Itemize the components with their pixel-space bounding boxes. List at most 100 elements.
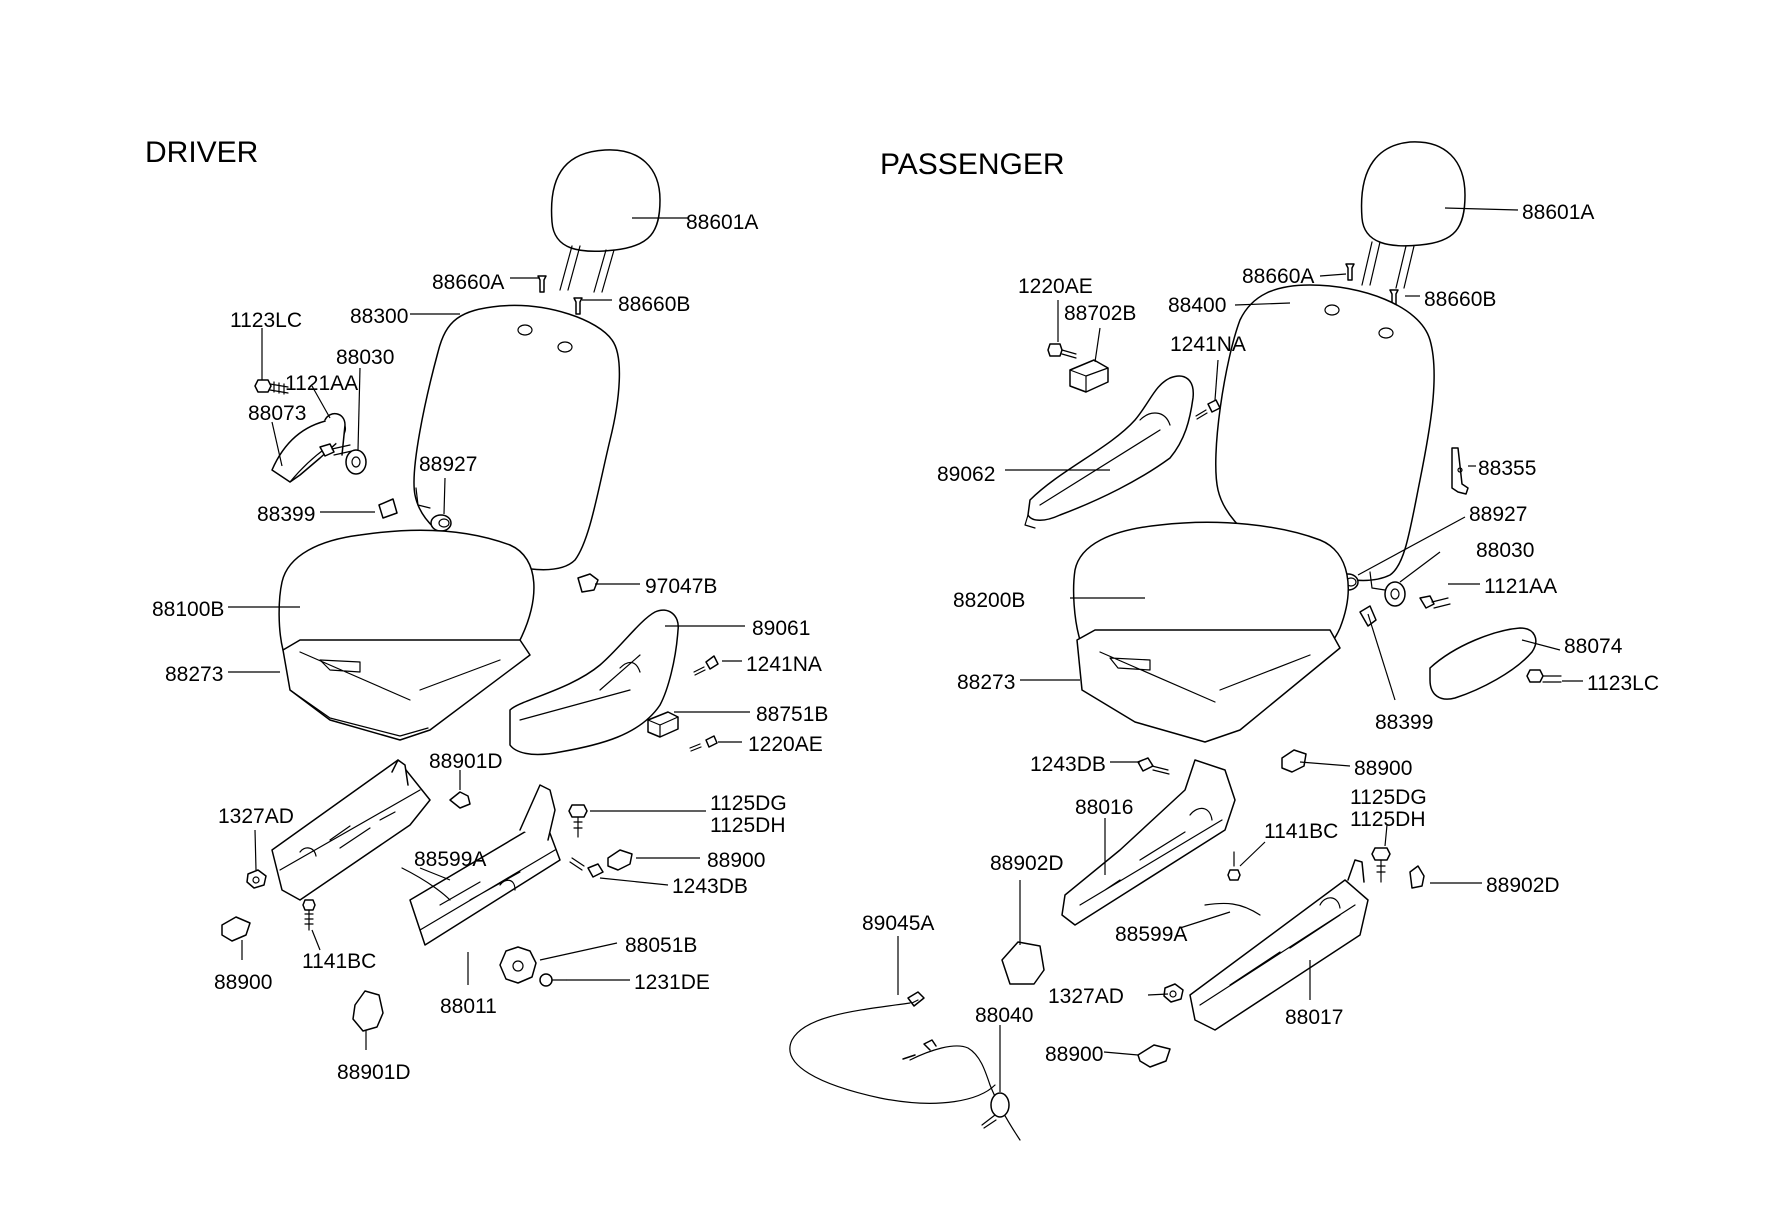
driver-headrest-guides [537,275,583,315]
driver-label-1123lc: 1123LC [230,309,302,332]
driver-label-1141bc: 1141BC [302,950,376,973]
driver-washer-88030 [345,449,367,475]
passenger-label-88273: 88273 [957,671,1015,694]
driver-label-88900-right: 88900 [707,849,765,872]
driver-side-cover [509,609,679,756]
driver-label-1243db: 1243DB [672,875,748,898]
passenger-label-88200b: 88200B [953,589,1025,612]
passenger-label-88030: 88030 [1476,539,1534,562]
passenger-label-89062: 89062 [937,463,995,486]
driver-bolt-1121aa [319,443,353,457]
driver-label-88601a: 88601A [686,211,758,234]
driver-label-1231de: 1231DE [634,971,710,994]
driver-back-clip [577,573,599,593]
passenger-side-cover [1024,375,1194,529]
passenger-nut-1327ad [1163,983,1184,1003]
driver-label-88100b: 88100B [152,598,224,621]
driver-clip-88901d-lower [352,990,384,1032]
passenger-label-1125dh: 1125DH [1350,808,1426,831]
driver-label-89061: 89061 [752,617,810,640]
passenger-cushion-frame [1076,629,1341,743]
passenger-label-88074: 88074 [1564,635,1623,658]
passenger-screw-1220ae [1047,343,1077,359]
driver-label-1327ad: 1327AD [218,805,294,828]
driver-label-88751b: 88751B [756,703,828,726]
passenger-label-89045a: 89045A [862,912,934,935]
driver-clip-88900-left [221,916,251,942]
passenger-clip-88900-lower [1137,1044,1171,1068]
passenger-label-1141bc: 1141BC [1264,820,1338,843]
passenger-clip-88902d-left [1001,941,1045,985]
passenger-label-1241na: 1241NA [1170,333,1246,356]
passenger-headrest [1360,141,1466,289]
driver-bolt-1243db [569,857,604,878]
driver-label-88073: 88073 [248,402,306,425]
driver-label-1241na: 1241NA [746,653,822,676]
passenger-bolt-1123lc [1526,669,1562,683]
passenger-callouts: 88601A 88660A 88660B 1220AE 88702B 88400… [862,201,1659,1066]
passenger-label-1125dg: 1125DG [1350,786,1427,809]
passenger-label-88900-upper: 88900 [1354,757,1412,780]
passenger-label-1220ae: 1220AE [1018,275,1093,298]
passenger-cable-88599a [1204,902,1261,916]
driver-recliner-handle [271,413,346,483]
driver-label-1125dh: 1125DH [710,814,786,837]
section-title-passenger: PASSENGER [880,148,1065,181]
driver-label-1121aa: 1121AA [285,372,358,395]
driver-screw-1231de [539,973,567,987]
driver-knob-88751b [647,711,679,738]
driver-label-88927: 88927 [419,453,477,476]
driver-label-88051b: 88051B [625,934,697,957]
driver-label-88399: 88399 [257,503,315,526]
driver-label-88901d-lower: 88901D [337,1061,411,1084]
driver-screw-1241na [693,655,719,676]
driver-bolt-1123lc [254,379,289,395]
passenger-label-1243db: 1243DB [1030,753,1106,776]
passenger-bolt-1141bc [1227,851,1241,881]
passenger-label-88400: 88400 [1168,294,1226,317]
driver-label-1125dg: 1125DG [710,792,787,815]
passenger-leader-lines [897,207,1583,1092]
driver-seat-back-bushing [430,514,452,532]
driver-label-88660b: 88660B [618,293,690,316]
passenger-label-88660b: 88660B [1424,288,1496,311]
driver-seat-back [413,304,621,571]
passenger-clip-88900-upper [1281,749,1307,773]
section-title-driver: DRIVER [145,136,258,169]
driver-label-97047b: 97047B [645,575,717,598]
driver-bolt-1125dg [568,804,588,838]
passenger-cable-88040 [902,1039,1021,1141]
driver-label-88273: 88273 [165,663,223,686]
driver-label-88030: 88030 [336,346,394,369]
passenger-label-88601a: 88601A [1522,201,1594,224]
passenger-screw-1241na [1195,399,1221,420]
driver-label-88660a: 88660A [432,271,504,294]
passenger-label-88040: 88040 [975,1004,1033,1027]
driver-recliner-mechanism [409,784,561,946]
driver-label-88901d-upper: 88901D [429,750,503,773]
passenger-label-88355: 88355 [1478,457,1536,480]
passenger-label-1123lc: 1123LC [1587,672,1659,695]
driver-label-88599a: 88599A [414,848,486,871]
passenger-clip-88902d-right [1409,865,1425,889]
driver-label-88900-left: 88900 [214,971,272,994]
passenger-label-88599a: 88599A [1115,923,1187,946]
driver-knob-88051b [499,946,537,984]
passenger-seat-back [1215,284,1435,591]
passenger-label-88927: 88927 [1469,503,1527,526]
passenger-knob-88702b [1069,359,1109,393]
passenger-label-88399: 88399 [1375,711,1433,734]
passenger-label-1327ad: 1327AD [1048,985,1124,1008]
passenger-bolt-1125dg [1371,847,1391,883]
passenger-seat-rail [1189,859,1369,1031]
passenger-recliner-handle [1429,627,1537,700]
passenger-bracket-88355 [1451,447,1469,495]
driver-screw-1220ae [689,735,718,752]
driver-clip-88900-right [607,849,633,871]
driver-clip-88901d-upper [449,791,471,809]
driver-nut-1327ad [246,869,267,889]
passenger-label-88017: 88017 [1285,1006,1343,1029]
passenger-washer-88030 [1384,581,1406,607]
passenger-label-88660a: 88660A [1242,265,1314,288]
